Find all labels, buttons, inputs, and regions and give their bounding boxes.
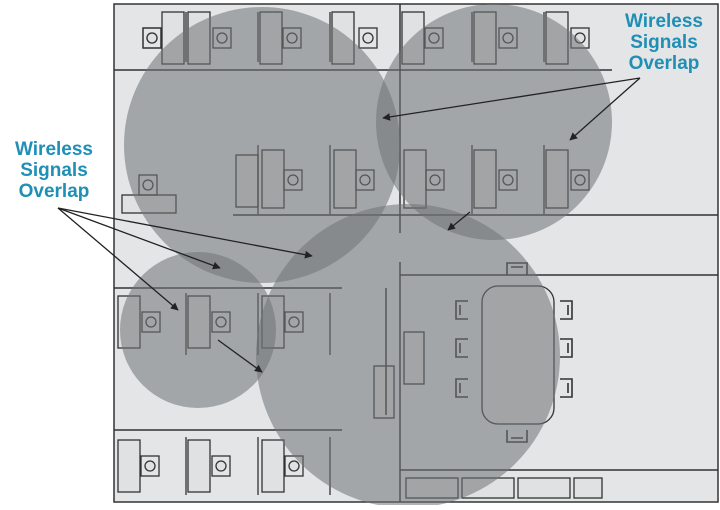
conference-chair-icon <box>560 300 573 320</box>
desk-icon <box>187 439 211 493</box>
office-chair-seat <box>146 32 158 44</box>
annotation-right-line-2: Signals <box>630 32 698 53</box>
arrow-left-2 <box>57 207 313 259</box>
wireless-coverage-zone <box>376 4 612 240</box>
storage-cabinet-icon <box>573 477 603 499</box>
office-chair-icon <box>358 27 378 49</box>
annotation-left-line-2: Signals <box>20 160 88 181</box>
office-chair-seat <box>144 460 156 472</box>
annotation-right: Wireless Signals Overlap <box>612 11 716 74</box>
wireless-coverage-zone <box>120 252 276 408</box>
coverage-layer <box>120 4 612 508</box>
office-chair-icon <box>211 455 231 477</box>
annotation-left: Wireless Signals Overlap <box>2 139 106 202</box>
office-chair-icon <box>140 455 160 477</box>
conference-chair-icon <box>560 338 573 358</box>
arrow-mid <box>447 211 471 231</box>
wireless-coverage-zone <box>256 204 560 508</box>
annotation-right-line-1: Wireless <box>625 11 703 32</box>
arrow-left-3 <box>57 207 179 311</box>
office-chair-seat <box>215 460 227 472</box>
annotation-right-line-3: Overlap <box>628 53 700 74</box>
storage-cabinet-icon <box>517 477 571 499</box>
office-chair-icon <box>142 27 162 49</box>
arrow-right-1 <box>382 77 641 121</box>
office-chair-seat <box>362 32 374 44</box>
arrow-left-1 <box>57 207 221 270</box>
conference-chair-icon <box>560 378 573 398</box>
annotation-left-line-3: Overlap <box>18 181 90 202</box>
desk-icon <box>261 439 285 493</box>
arrow-left-4 <box>217 339 263 373</box>
wireless-coverage-zone <box>124 7 400 283</box>
arrow-right-2 <box>569 77 641 141</box>
arrows-layer <box>57 77 641 373</box>
annotation-left-line-1: Wireless <box>15 139 93 160</box>
desk-icon <box>117 439 141 493</box>
office-chair-seat <box>288 460 300 472</box>
